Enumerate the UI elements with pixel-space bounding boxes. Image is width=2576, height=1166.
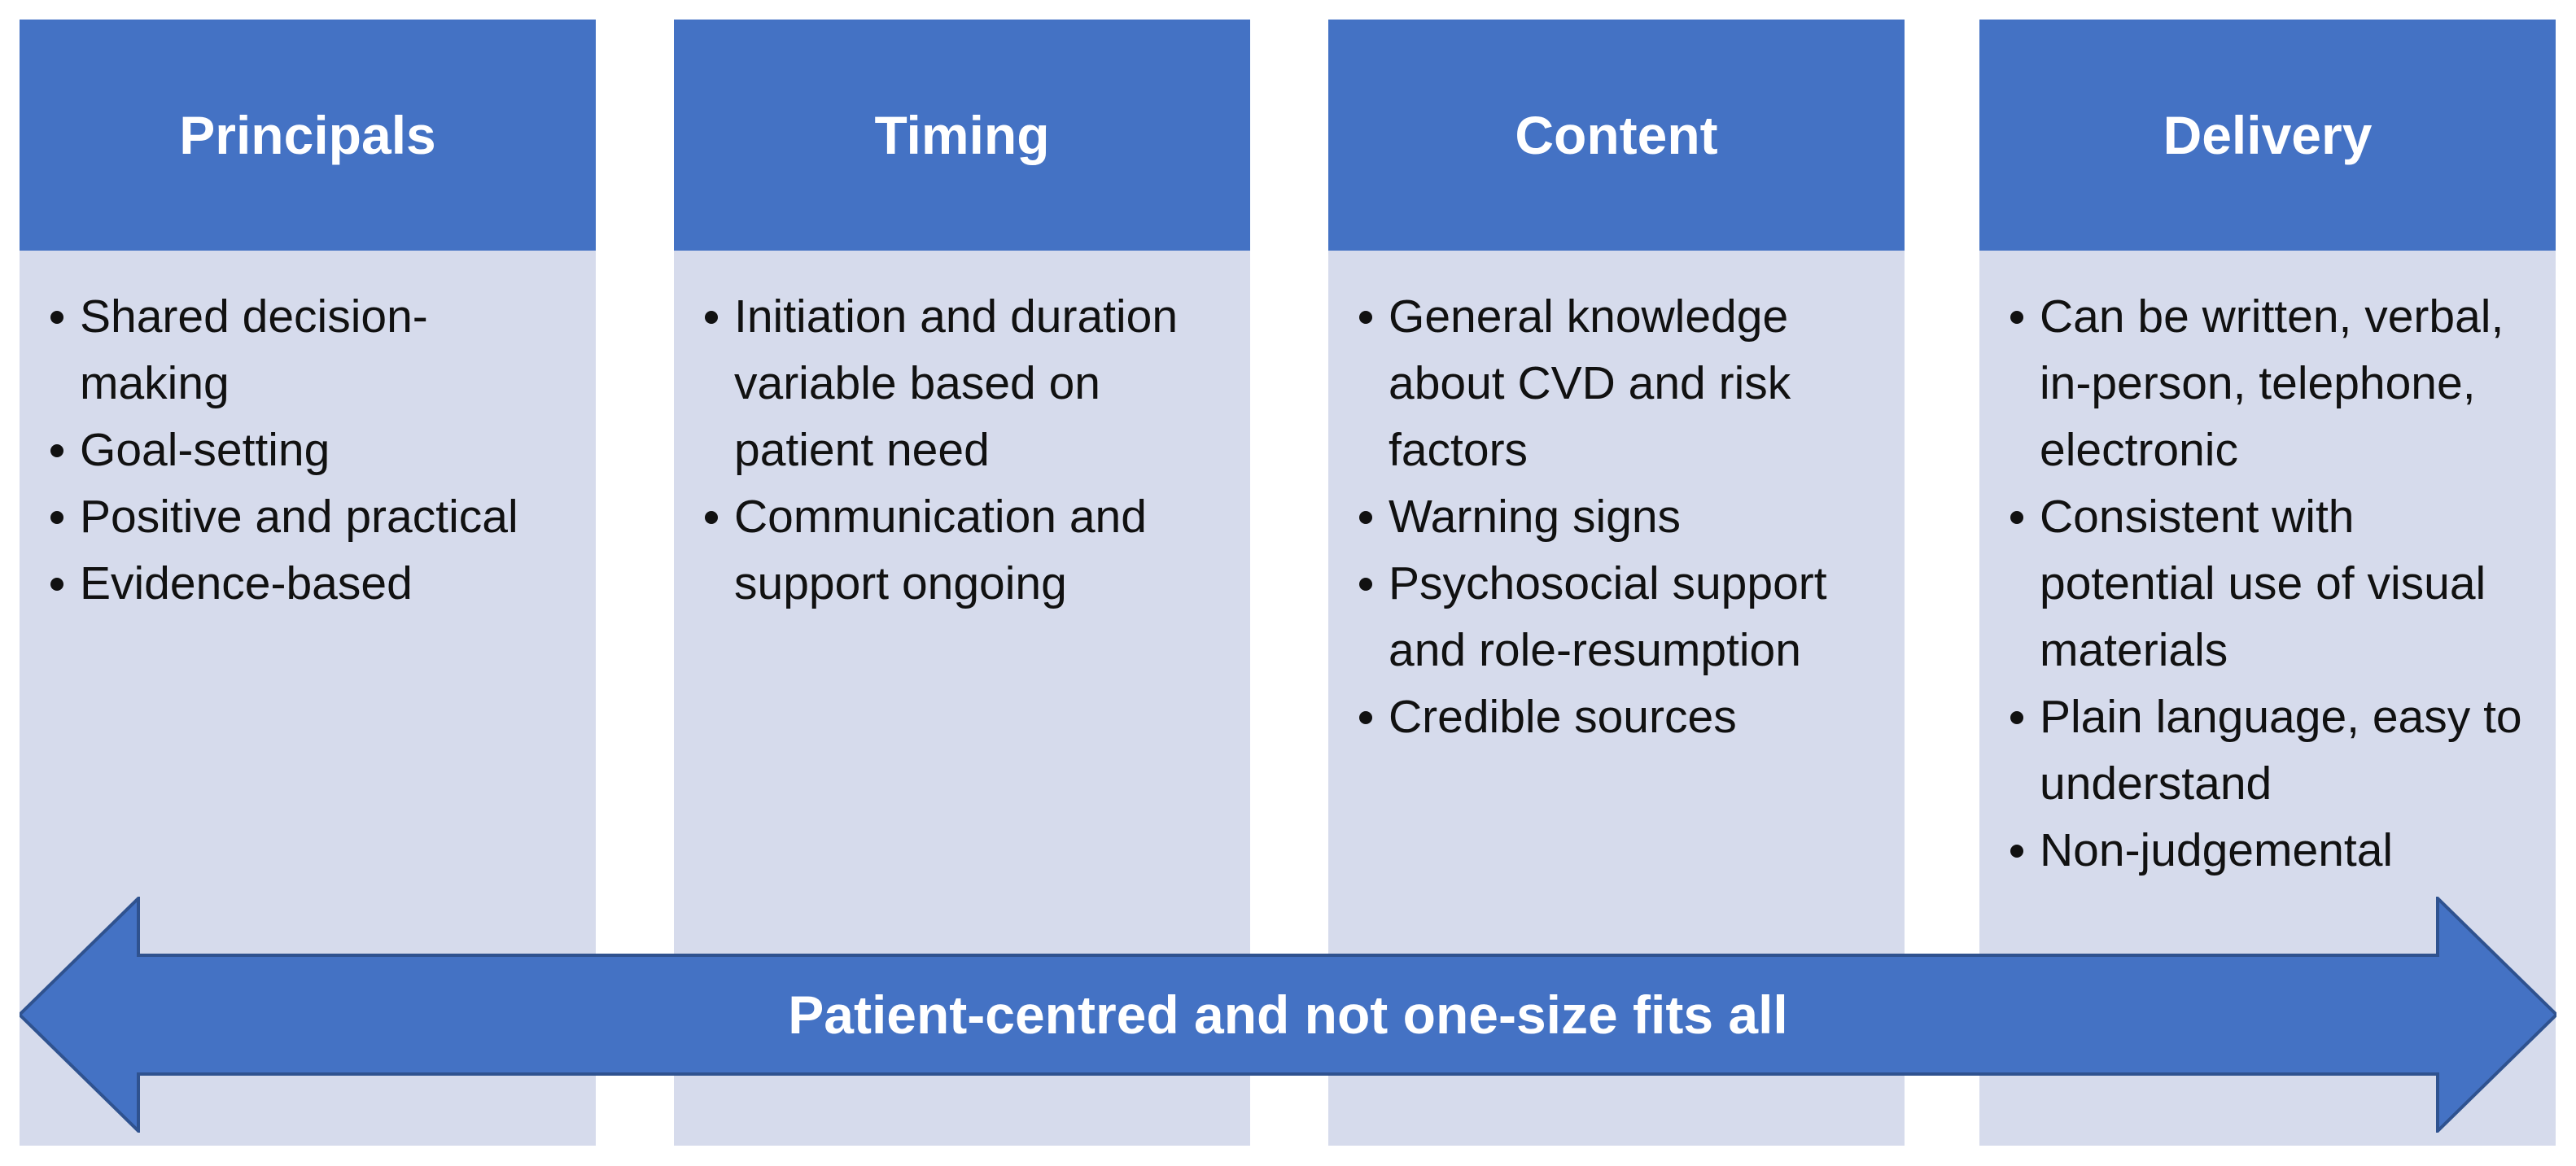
column-title: Principals bbox=[179, 105, 436, 165]
column-title: Timing bbox=[874, 105, 1050, 165]
list-item-text: Non-judgemental bbox=[2040, 824, 2394, 876]
arrow-shape bbox=[20, 897, 2556, 1133]
bullet-list: Can be written, verbal, in-person, telep… bbox=[2009, 283, 2530, 884]
column-header: Delivery bbox=[1979, 20, 2556, 251]
bullet-icon bbox=[50, 311, 63, 324]
list-item-text: Plain language, easy to understand bbox=[2040, 691, 2522, 810]
bullet-icon bbox=[2010, 511, 2023, 524]
bullet-list: Shared decision-making Goal-setting Posi… bbox=[49, 283, 570, 617]
list-item: Consistent with potential use of visual … bbox=[2009, 483, 2530, 683]
list-item: Communication and support ongoing bbox=[703, 483, 1224, 617]
list-item: Initiation and duration variable based o… bbox=[703, 283, 1224, 483]
list-item-text: Initiation and duration variable based o… bbox=[734, 290, 1179, 476]
list-item-text: Credible sources bbox=[1389, 691, 1737, 743]
column-body: Shared decision-making Goal-setting Posi… bbox=[20, 251, 596, 617]
column-title: Content bbox=[1515, 105, 1718, 165]
list-item: Goal-setting bbox=[49, 417, 570, 483]
list-item: Non-judgemental bbox=[2009, 817, 2530, 884]
list-item-text: Goal-setting bbox=[80, 424, 330, 476]
column-body: General knowledge about CVD and risk fac… bbox=[1328, 251, 1905, 750]
list-item: Psychosocial support and role-resumption bbox=[1358, 550, 1878, 683]
arrow-label: Patient-centred and not one-size fits al… bbox=[788, 985, 1788, 1045]
bullet-icon bbox=[2010, 311, 2023, 324]
bullet-icon bbox=[2010, 711, 2023, 724]
bullet-list: General knowledge about CVD and risk fac… bbox=[1358, 283, 1878, 750]
list-item: Credible sources bbox=[1358, 683, 1878, 750]
list-item: Positive and practical bbox=[49, 483, 570, 550]
list-item-text: Warning signs bbox=[1389, 491, 1682, 543]
list-item-text: Can be written, verbal, in-person, telep… bbox=[2040, 290, 2504, 476]
column-header: Content bbox=[1328, 20, 1905, 251]
list-item: Evidence-based bbox=[49, 550, 570, 617]
list-item: General knowledge about CVD and risk fac… bbox=[1358, 283, 1878, 483]
list-item: Plain language, easy to understand bbox=[2009, 683, 2530, 817]
bullet-icon bbox=[1359, 711, 1372, 724]
bullet-icon bbox=[1359, 311, 1372, 324]
column-header: Principals bbox=[20, 20, 596, 251]
bullet-icon bbox=[705, 311, 718, 324]
list-item-text: Consistent with potential use of visual … bbox=[2040, 491, 2486, 676]
column-title: Delivery bbox=[2163, 105, 2373, 165]
bullet-icon bbox=[50, 578, 63, 591]
double-arrow-icon bbox=[20, 897, 2556, 1133]
bullet-icon bbox=[705, 511, 718, 524]
list-item-text: Psychosocial support and role-resumption bbox=[1389, 557, 1827, 676]
bullet-icon bbox=[50, 444, 63, 457]
list-item: Warning signs bbox=[1358, 483, 1878, 550]
bullet-icon bbox=[1359, 511, 1372, 524]
list-item-text: Positive and practical bbox=[80, 491, 518, 543]
list-item-text: General knowledge about CVD and risk fac… bbox=[1389, 290, 1791, 476]
list-item: Shared decision-making bbox=[49, 283, 570, 417]
bullet-icon bbox=[50, 511, 63, 524]
bullet-icon bbox=[2010, 845, 2023, 858]
list-item: Can be written, verbal, in-person, telep… bbox=[2009, 283, 2530, 483]
double-arrow: Patient-centred and not one-size fits al… bbox=[20, 897, 2556, 1133]
list-item-text: Communication and support ongoing bbox=[734, 491, 1147, 609]
column-body: Can be written, verbal, in-person, telep… bbox=[1979, 251, 2556, 884]
bullet-icon bbox=[1359, 578, 1372, 591]
list-item-text: Shared decision-making bbox=[80, 290, 428, 409]
bullet-list: Initiation and duration variable based o… bbox=[703, 283, 1224, 617]
column-header: Timing bbox=[674, 20, 1250, 251]
column-body: Initiation and duration variable based o… bbox=[674, 251, 1250, 617]
list-item-text: Evidence-based bbox=[80, 557, 413, 609]
